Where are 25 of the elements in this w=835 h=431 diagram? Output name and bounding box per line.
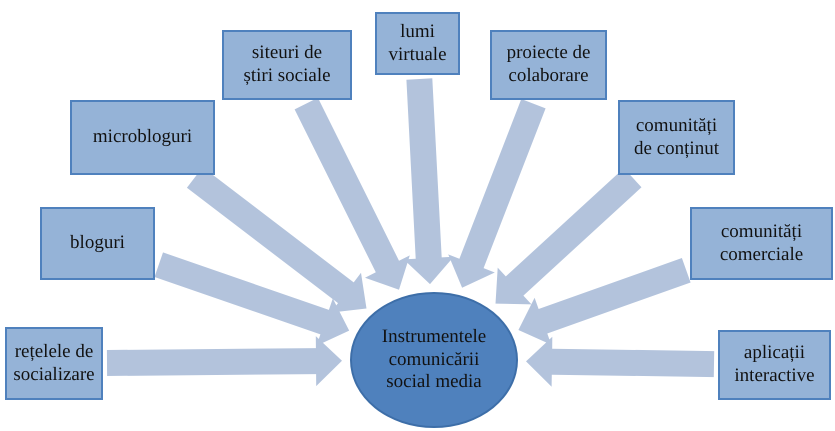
category-box <box>618 100 735 175</box>
box-label: lumi virtuale <box>387 20 448 66</box>
box-label: bloguri <box>70 232 125 255</box>
category-box <box>490 30 607 100</box>
category-box <box>375 12 460 75</box>
category-box <box>70 100 215 175</box>
box-label: Instrumentele comunicării social media <box>380 326 488 394</box>
block-arrow <box>518 258 691 345</box>
block-arrow <box>154 252 350 346</box>
block-arrow <box>294 98 410 290</box>
category-box <box>5 327 103 400</box>
box-label: microbloguri <box>92 126 192 149</box>
box-label: aplicații interactive <box>733 342 816 388</box>
box-label: rețelele de socializare <box>12 340 96 386</box>
category-box <box>222 30 352 100</box>
box-label: proiecte de colaborare <box>506 42 592 88</box>
category-box <box>690 207 833 280</box>
category-box <box>718 330 831 400</box>
block-arrow <box>526 336 714 387</box>
block-arrow <box>448 99 546 288</box>
category-box <box>40 207 155 280</box>
box-label: comunități comerciale <box>718 220 804 266</box>
box-label: comunități de conținut <box>633 114 720 160</box>
box-label: siteuri de știri sociale <box>242 42 332 88</box>
block-arrow <box>106 336 342 386</box>
